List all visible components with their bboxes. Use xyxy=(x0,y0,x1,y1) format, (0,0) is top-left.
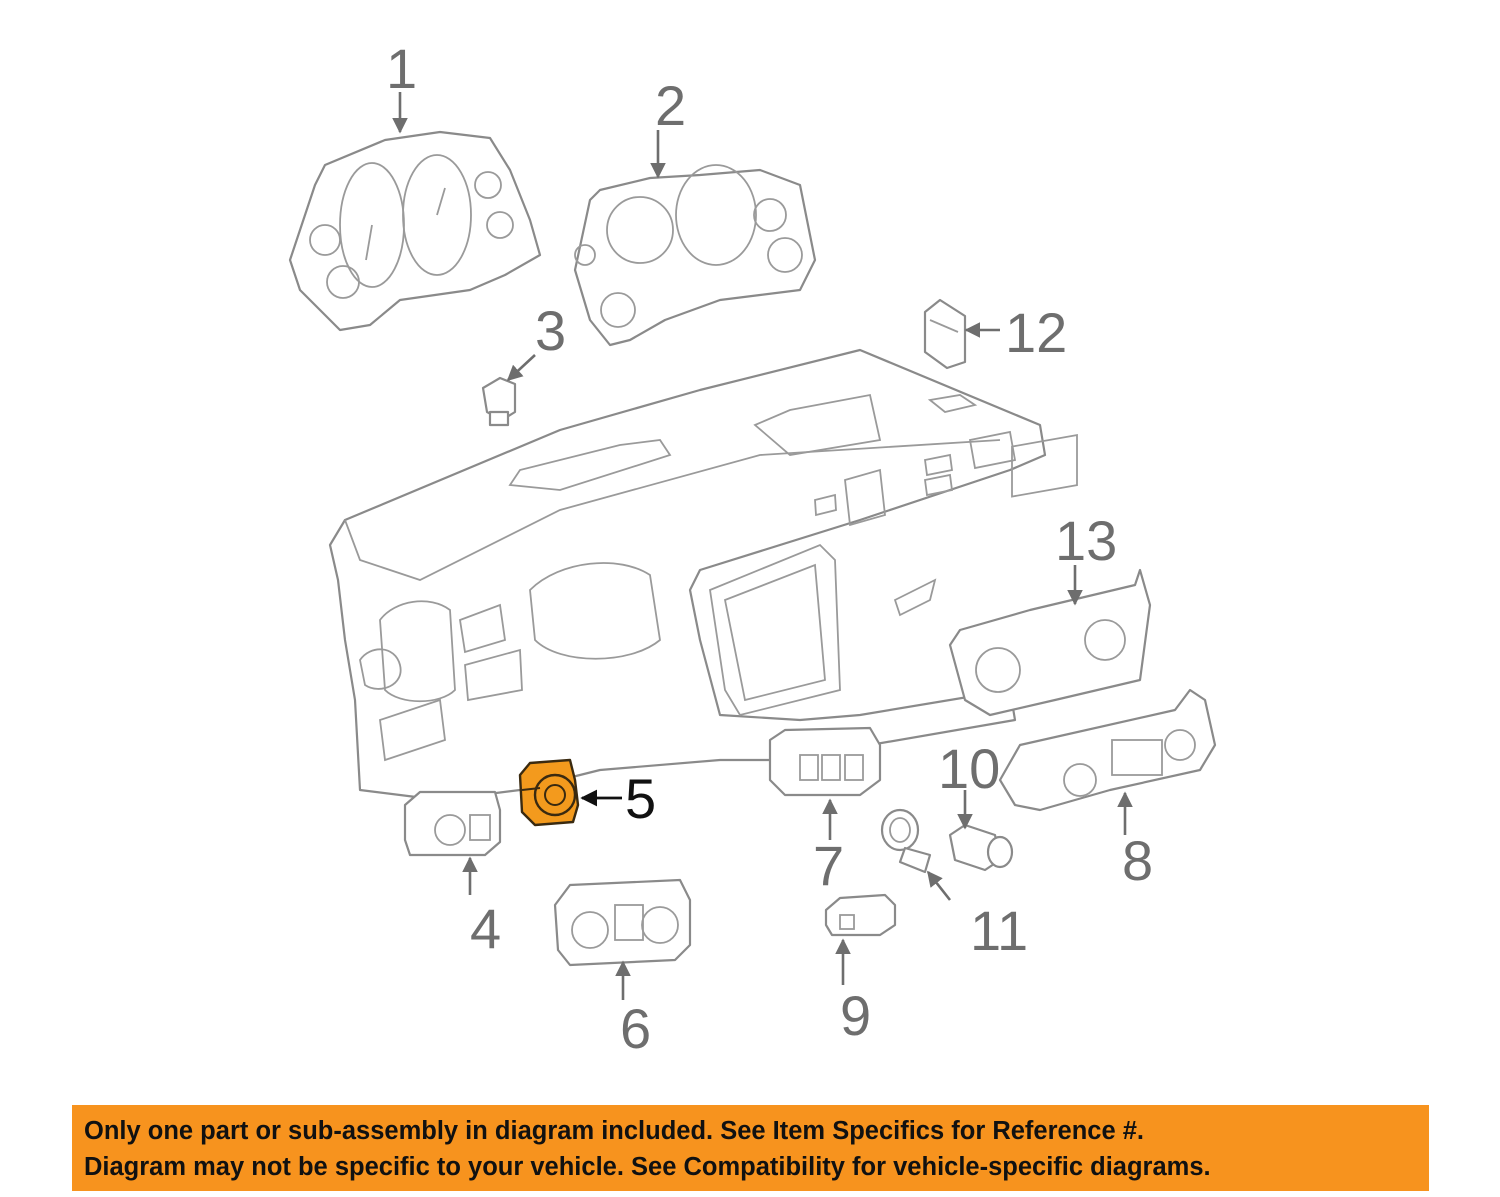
part-10-plug[interactable] xyxy=(948,823,1014,872)
leader-arrows xyxy=(392,92,1133,1000)
callout-9: 9 xyxy=(840,984,871,1047)
part-7-switch-bank[interactable] xyxy=(768,726,882,797)
part-8-climate-control[interactable] xyxy=(998,688,1217,812)
callout-6: 6 xyxy=(620,997,651,1060)
callout-labels: 1 2 3 12 13 10 5 7 8 4 11 9 6 xyxy=(386,37,1153,1060)
part-3-switch[interactable] xyxy=(481,376,517,427)
part-5-switch-highlighted[interactable] xyxy=(518,758,580,827)
callout-7: 7 xyxy=(813,834,844,897)
callout-3: 3 xyxy=(535,299,566,362)
callout-8: 8 xyxy=(1122,829,1153,892)
callout-12: 12 xyxy=(1005,301,1067,364)
part-13-climate-control[interactable] xyxy=(948,434,1152,717)
part-4-headlamp-switch[interactable] xyxy=(403,790,502,857)
part-2-cluster-bezel[interactable] xyxy=(573,164,817,347)
disclaimer-banner: Only one part or sub-assembly in diagram… xyxy=(72,1105,1429,1191)
part-12-switch[interactable] xyxy=(923,298,967,370)
callout-13: 13 xyxy=(1055,509,1117,572)
callout-10: 10 xyxy=(938,737,1000,800)
callout-5: 5 xyxy=(625,767,656,830)
callout-2: 2 xyxy=(655,74,686,137)
callout-4: 4 xyxy=(470,897,501,960)
callout-11: 11 xyxy=(970,899,1028,962)
disclaimer-line-1: Only one part or sub-assembly in diagram… xyxy=(84,1117,1144,1145)
parts-diagram: 1 2 3 12 13 10 5 7 8 4 11 9 6 xyxy=(288,37,1217,1060)
part-9-switch[interactable] xyxy=(824,893,897,937)
disclaimer-line-2: Diagram may not be specific to your vehi… xyxy=(84,1153,1211,1181)
instrument-panel xyxy=(328,348,1047,802)
part-11-ring[interactable] xyxy=(880,808,932,874)
part-1-instrument-cluster[interactable] xyxy=(288,130,542,332)
callout-1: 1 xyxy=(386,37,417,100)
part-6-control-panel[interactable] xyxy=(553,878,692,967)
